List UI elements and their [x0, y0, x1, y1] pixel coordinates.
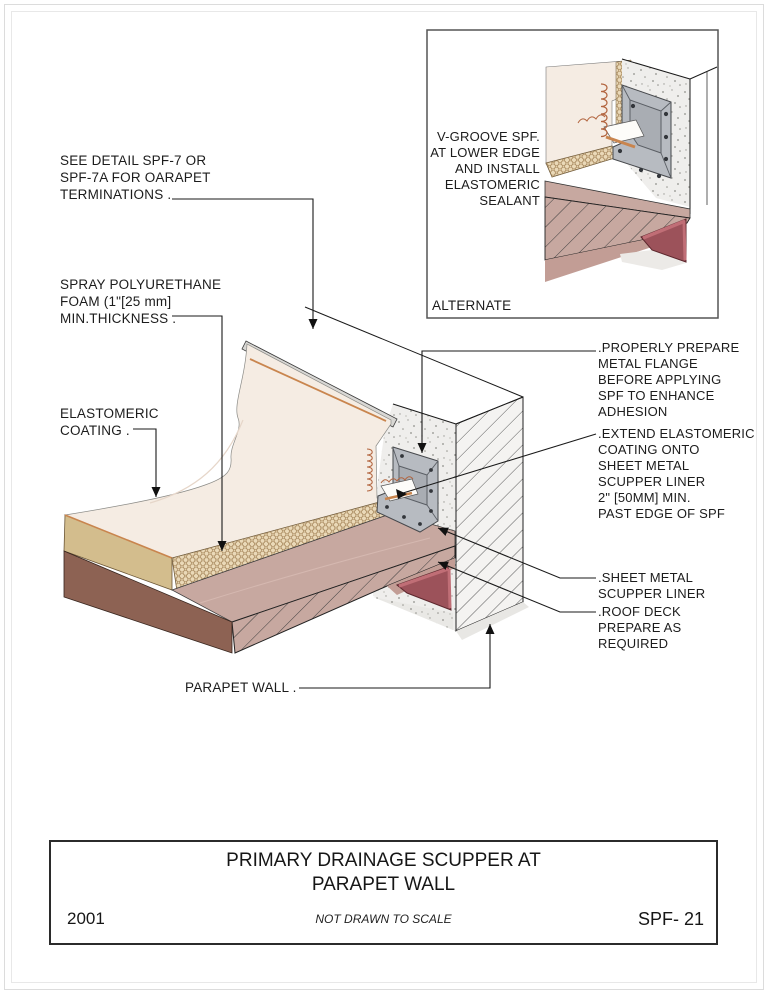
scupper-outlet-edge-top: [398, 567, 449, 588]
label-elastomeric-coating: ELASTOMERIC COATING .: [60, 406, 159, 438]
scupper-outlet-edge-right: [447, 568, 452, 609]
coating-shadow-line: [149, 419, 244, 504]
label-alternate: ALTERNATE: [432, 298, 512, 313]
label-sheet-metal: .SHEET METAL SCUPPER LINER: [598, 570, 706, 601]
inset-foam-fringe-row: [577, 114, 606, 124]
alternate-inset-drawing: [426, 29, 719, 319]
flange-bevel-1: [392, 447, 400, 467]
leader-parapet-wall: [299, 624, 495, 689]
deck-top-surface: [171, 512, 456, 623]
drawing-year: 2001: [67, 909, 105, 928]
wall-section-hatch: [455, 396, 524, 632]
inset-outlet-edge-top: [642, 219, 686, 240]
wall-top-front-edge: [392, 403, 457, 425]
leader-spray-foam: [172, 315, 227, 551]
leader-roof-deck: [437, 561, 596, 613]
drawing-title-line2: PARAPET WALL: [311, 874, 456, 895]
flange-bevel-3: [426, 504, 439, 522]
drawing-scale-note: NOT DRAWN TO SCALE: [315, 912, 452, 926]
leader-properly-prepare: [417, 350, 596, 453]
inset-wall-top-edge: [621, 58, 691, 80]
title-block: PRIMARY DRAINAGE SCUPPER AT PARAPET WALL…: [49, 840, 718, 945]
extend-arrowhead: [396, 489, 407, 499]
inset-flange-bevel-1: [621, 84, 631, 101]
wall-base-wedge-speckle: [373, 597, 453, 630]
leader-elastomeric: [133, 428, 161, 497]
label-roof-deck: .ROOF DECK PREPARE AS REQUIRED: [598, 604, 682, 651]
drawing-title: PRIMARY DRAINAGE SCUPPER AT PARAPET WALL: [51, 849, 716, 897]
deck-front-face: [63, 550, 233, 654]
inset-flange-bevel-3: [660, 152, 672, 179]
main-detail-drawing: [63, 306, 529, 654]
drawing-title-line1: PRIMARY DRAINAGE SCUPPER AT: [226, 850, 541, 871]
deck-streak: [199, 537, 431, 604]
drawing-sheet-number: SPF- 21: [637, 909, 704, 929]
inset-v-groove-wedge: [605, 135, 636, 149]
inset-flange-bolts: [617, 103, 669, 179]
leader-extend-coating: [402, 433, 597, 494]
inset-wall-top-right-edge: [689, 66, 718, 80]
scupper-opening: [380, 478, 419, 502]
inset-deck-lower-band: [545, 239, 652, 282]
foam-cut-hex-texture: [172, 500, 393, 591]
wall-top-back-edge: [304, 306, 524, 398]
foam-top-accent-line: [64, 514, 173, 559]
elastomeric-coating-surface: [63, 343, 392, 559]
flange-bolts: [385, 454, 433, 526]
leader-see-detail: [172, 198, 318, 329]
flange-bevel-2: [426, 460, 439, 476]
foam-fringe-column: [366, 448, 373, 492]
label-properly-prepare: .PROPERLY PREPARE METAL FLANGE BEFORE AP…: [598, 340, 740, 419]
wall-bottom-bevel: [456, 602, 529, 640]
inset-foam-fringe: [600, 83, 608, 138]
inset-flange-bevel-2: [660, 101, 672, 112]
inset-base-wedge: [620, 250, 686, 270]
leader-lines: [133, 135, 603, 689]
label-extend-coating: .EXTEND ELASTOMERIC COATING ONTO SHEET M…: [598, 426, 755, 521]
inset-outlet-edge-right: [682, 220, 687, 261]
label-parapet-wall: PARAPET WALL .: [185, 680, 297, 695]
inset-foam-cut-tex: [546, 146, 618, 177]
wall-top-right-edge: [455, 396, 524, 425]
foam-fringe-row: [380, 476, 414, 484]
label-v-groove: V-GROOVE SPF. AT LOWER EDGE AND INSTALL …: [430, 129, 540, 208]
scupper-outlet: [395, 566, 452, 611]
coping-accent-line: [249, 358, 387, 422]
label-see-detail: SEE DETAIL SPF-7 OR SPF-7A FOR OARAPET T…: [60, 153, 211, 202]
leader-sheet-metal: [437, 527, 596, 579]
label-spray-foam: SPRAY POLYURETHANE FOAM (1"[25 mm] MIN.T…: [60, 277, 222, 326]
